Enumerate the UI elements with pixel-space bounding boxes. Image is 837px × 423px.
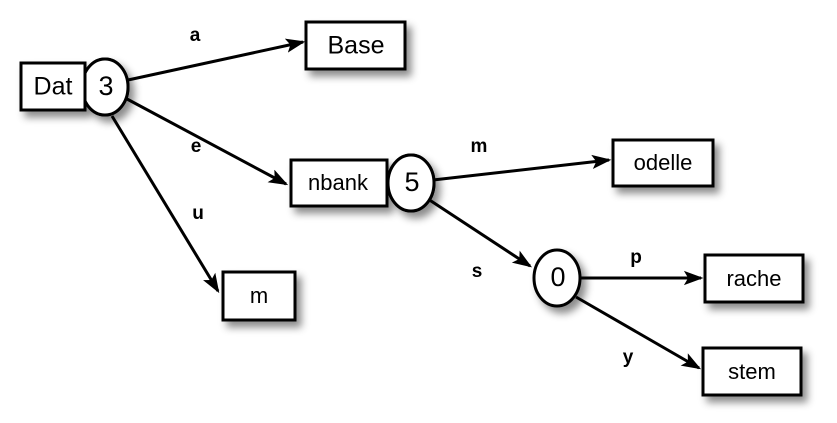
- edge-label-m: m: [471, 136, 488, 157]
- edge-e[interactable]: [126, 97, 289, 186]
- edge-labels-layer: a e u m s p y: [190, 25, 642, 368]
- edge-label-a: a: [190, 25, 201, 46]
- edge-label-u: u: [192, 203, 204, 224]
- node-nbank[interactable]: nbank 5: [289, 153, 436, 213]
- node-nbank-box-label: nbank: [308, 170, 369, 195]
- edge-s[interactable]: [427, 197, 533, 268]
- edge-a[interactable]: [127, 38, 306, 82]
- node-mleaf-label: m: [250, 283, 268, 308]
- node-root-ellipse-label: 3: [98, 71, 113, 101]
- node-base[interactable]: Base: [304, 20, 407, 71]
- edge-u-line: [110, 115, 220, 294]
- node-stem-label: stem: [728, 359, 776, 384]
- node-stem[interactable]: stem: [701, 346, 803, 397]
- node-zero-label: 0: [550, 262, 565, 292]
- node-base-box: [304, 20, 407, 71]
- edge-e-line: [126, 97, 289, 186]
- node-nbank-box-clip: [292, 161, 387, 205]
- edge-label-p: p: [630, 247, 642, 268]
- node-root-box-clip: [22, 64, 85, 109]
- edge-y[interactable]: [575, 295, 702, 370]
- edge-a-line: [127, 38, 306, 82]
- edges-layer: [110, 38, 704, 370]
- node-root-box-label: Dat: [34, 73, 73, 101]
- node-stem-box: [701, 346, 803, 397]
- node-mleaf[interactable]: m: [221, 270, 297, 322]
- node-rache[interactable]: rache: [703, 253, 805, 304]
- node-rache-label: rache: [726, 266, 781, 291]
- node-odelle-label: odelle: [634, 150, 693, 175]
- node-nbank-ellipse-label: 5: [404, 167, 419, 197]
- edge-label-e: e: [191, 136, 202, 157]
- node-zero[interactable]: 0: [532, 248, 582, 308]
- node-rache-box: [703, 253, 805, 304]
- node-root[interactable]: Dat 3: [19, 57, 130, 117]
- edge-s-line: [427, 197, 533, 268]
- edge-label-s: s: [472, 261, 483, 282]
- node-mleaf-box: [221, 270, 297, 322]
- edge-y-line: [575, 295, 702, 370]
- edge-u[interactable]: [110, 115, 220, 294]
- nodes-layer: Dat 3 Base nbank 5 m: [19, 20, 805, 397]
- node-odelle[interactable]: odelle: [611, 138, 715, 188]
- edge-m[interactable]: [432, 154, 612, 182]
- node-zero-ellipse: [532, 248, 582, 308]
- node-odelle-box: [611, 138, 715, 188]
- edge-label-y: y: [623, 347, 634, 368]
- edge-m-line: [432, 154, 612, 182]
- node-base-label: Base: [328, 32, 385, 60]
